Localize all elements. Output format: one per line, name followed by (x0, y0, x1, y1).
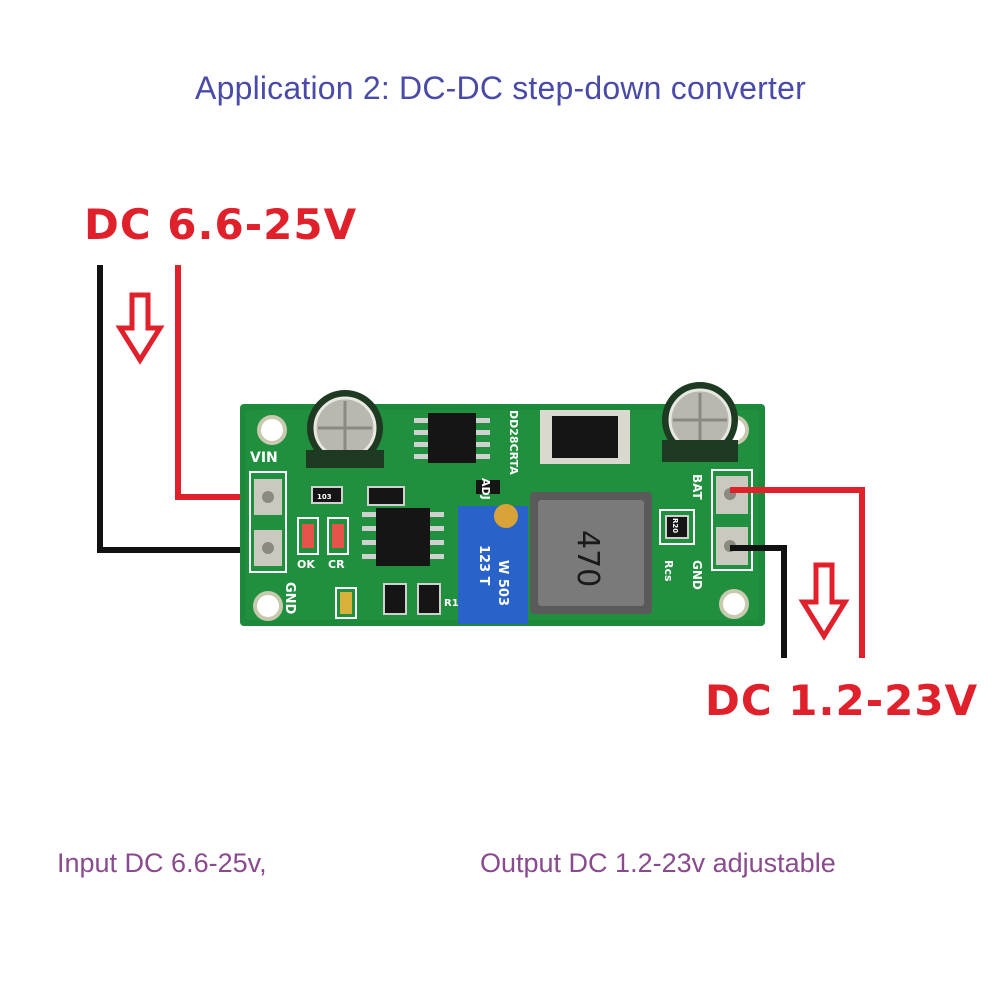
output-caption: Output DC 1.2-23v adjustable (480, 848, 836, 878)
input-negative-wire (97, 265, 268, 553)
chip-marking: DD28CRTA (507, 410, 520, 475)
pot-code: 123 T (476, 545, 491, 586)
output-voltage-label: DC 1.2-23V (705, 676, 979, 725)
inductor-marking: 470 (570, 530, 605, 587)
output-positive-wire (730, 487, 865, 658)
gnd-left-label: GND (282, 582, 297, 615)
resistor-marking: R20 (671, 518, 679, 533)
rcs-label: Rcs (662, 560, 675, 582)
input-positive-wire (175, 265, 268, 500)
diagram-title: Application 2: DC-DC step-down converter (195, 70, 806, 106)
input-caption: Input DC 6.6-25v, (57, 848, 267, 878)
gnd-right-label: GND (690, 560, 704, 590)
input-voltage-label: DC 6.6-25V (84, 200, 358, 249)
cr-label: CR (328, 558, 345, 571)
pcb-board (240, 382, 765, 626)
adj-label: ADJ (479, 478, 492, 500)
vin-label: VIN (250, 450, 278, 466)
pot-marking: W 503 (495, 560, 510, 606)
input-arrow-icon (115, 292, 165, 365)
output-negative-wire (730, 545, 787, 658)
smd-marking: 103 (317, 493, 332, 501)
bat-label: BAT (690, 474, 704, 501)
r1-label: R1 (444, 598, 459, 609)
output-arrow-icon (798, 562, 850, 641)
ok-label: OK (297, 558, 315, 571)
